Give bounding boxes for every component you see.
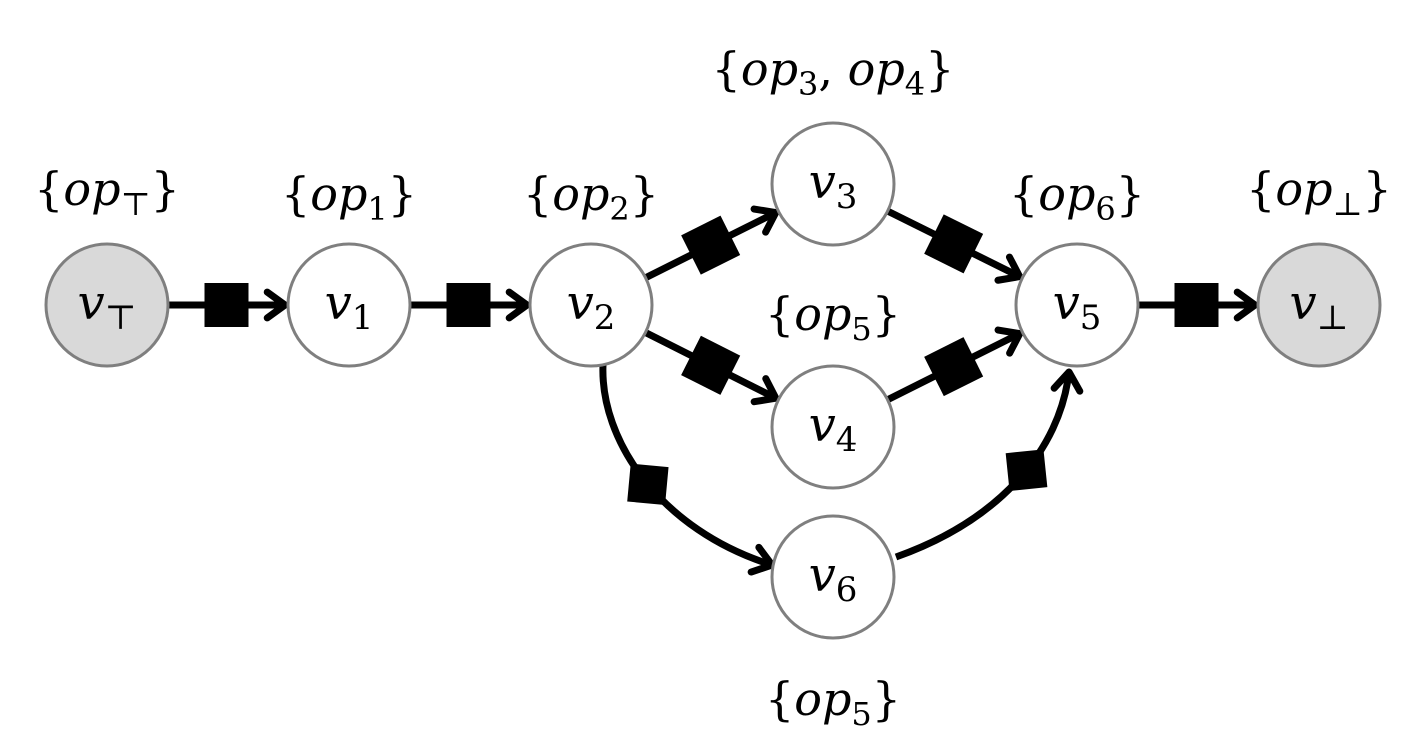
node-vbot-label: v⊥	[1289, 275, 1348, 338]
node-v3-circle	[770, 121, 896, 247]
edge-v6-v5	[894, 368, 1084, 561]
node-v2-label: v2	[567, 275, 616, 338]
edge-v2-v3-square-marker	[681, 215, 741, 275]
node-vtop-label: v⊤	[77, 275, 136, 338]
node-vbot: v⊥	[1256, 242, 1382, 368]
nodes-layer: v⊤ v1 v2 v3 v4 v5 v6 v⊥	[44, 121, 1382, 640]
opset-label-v2: {op2}	[523, 167, 659, 228]
node-v1-circle	[286, 242, 412, 368]
node-vtop: v⊤	[44, 242, 170, 368]
labels-layer: {op⊤} {op1} {op2} {op3, op4} {op5} {op6} {op5}…	[34, 42, 1392, 733]
node-v6-circle	[770, 514, 896, 640]
edges-layer	[168, 205, 1259, 576]
node-v4-label: v4	[809, 397, 858, 460]
node-v4-circle	[770, 364, 896, 490]
opset-label-v5: {op6}	[1009, 167, 1145, 228]
edge-v4-v5	[885, 326, 1024, 403]
edge-v3-v5-arrowhead	[994, 253, 1024, 284]
edge-v3-v5	[886, 207, 1024, 284]
opset-label-vbot: {op⊥}	[1246, 162, 1392, 223]
node-v2: v2	[528, 242, 654, 368]
node-v5: v5	[1014, 242, 1140, 368]
edge-v5-vbot	[1138, 283, 1259, 327]
edge-v2-v4	[643, 329, 780, 406]
opset-label-v3: {op3, op4}	[712, 42, 955, 103]
edge-v1-v2-arrowhead	[505, 288, 531, 322]
opset-label-v1: {op1}	[281, 167, 417, 228]
node-v1: v1	[286, 242, 412, 368]
node-vbot-circle	[1256, 242, 1382, 368]
edge-vtop-v1-square-marker	[204, 283, 249, 327]
node-v3: v3	[770, 121, 896, 247]
edge-v2-v3-arrowhead	[750, 205, 780, 236]
edge-v3-v5-square-marker	[924, 214, 984, 274]
edge-vtop-v1	[168, 283, 289, 327]
edge-vtop-v1-arrowhead	[263, 288, 289, 322]
opset-label-v4: {op5}	[765, 287, 901, 348]
edge-v6-v5-diamond-marker	[1005, 449, 1048, 492]
node-v6-label: v6	[809, 547, 858, 610]
node-v2-circle	[528, 242, 654, 368]
edge-v2-v3	[643, 205, 780, 281]
node-v5-circle	[1014, 242, 1140, 368]
edge-v6-v5-arrowhead	[1050, 368, 1084, 395]
edge-v5-vbot-arrowhead	[1233, 288, 1259, 322]
edge-v2-v4-arrowhead	[750, 375, 780, 406]
edge-v2-v4-square-marker	[681, 335, 741, 395]
edge-v1-v2-square-marker	[446, 283, 491, 327]
edge-v2-v6	[599, 364, 776, 576]
node-v6: v6	[770, 514, 896, 640]
edge-v4-v5-arrowhead	[994, 326, 1024, 357]
opset-label-v6: {op5}	[765, 672, 901, 733]
node-v4: v4	[770, 364, 896, 490]
edge-v2-v6-diamond-marker	[627, 463, 669, 505]
node-v1-label: v1	[325, 275, 374, 338]
node-vtop-circle	[44, 242, 170, 368]
edge-v1-v2	[410, 283, 531, 327]
node-v5-label: v5	[1053, 275, 1102, 338]
edge-v5-vbot-square-marker	[1174, 283, 1219, 327]
edge-v2-v6-line	[599, 364, 774, 569]
node-v3-label: v3	[809, 154, 858, 217]
edge-v4-v5-square-marker	[924, 337, 984, 397]
opset-label-vtop: {op⊤}	[34, 162, 180, 223]
